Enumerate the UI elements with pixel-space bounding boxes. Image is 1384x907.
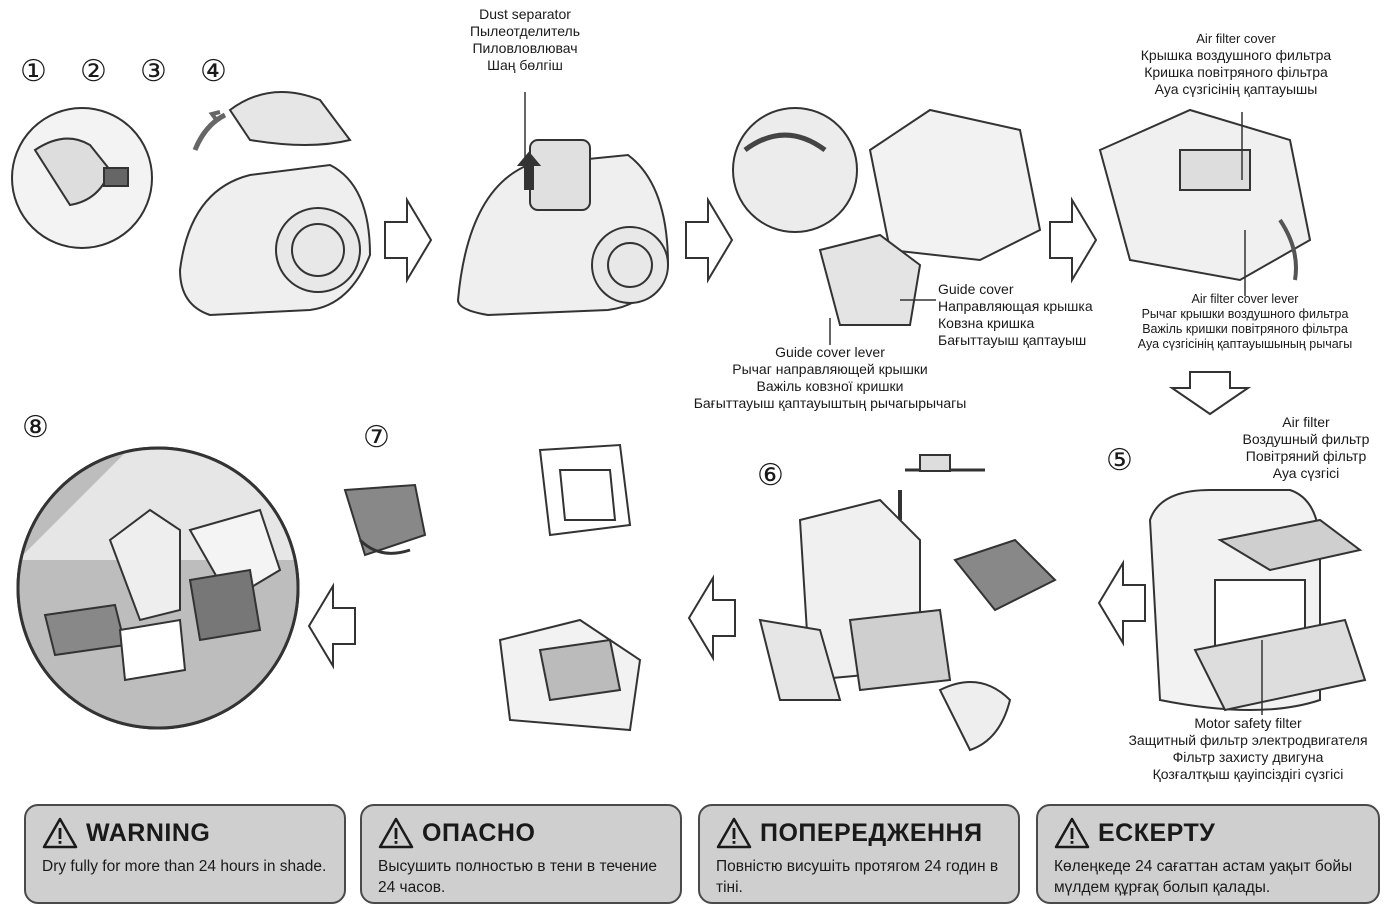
warning-text: Повністю висушіть протягом 24 годин в ті… [716, 858, 999, 896]
step-7-number: ⑦ [363, 421, 390, 454]
warning-title: WARNING [86, 818, 211, 847]
warning-text: Dry fully for more than 24 hours in shad… [42, 858, 327, 875]
warning-header: ПОПЕРЕДЖЕННЯ [716, 816, 983, 850]
warning-box-kk: ЕСКЕРТУ Көлеңкеде 24 сағаттан астам уақы… [1036, 804, 1380, 904]
vacuum-open-lid-illustration [11, 91, 372, 317]
warning-box-uk: ПОПЕРЕДЖЕННЯ Повністю висушіть протягом … [698, 804, 1020, 904]
dust-separator-illustration [456, 92, 670, 317]
step-3-number: ③ [140, 55, 167, 88]
warning-triangle-icon [378, 817, 414, 849]
warning-header: ОПАСНО [378, 816, 535, 850]
step-1-number: ① [20, 55, 47, 88]
motor-safety-filter-label: Motor safety filter Защитный фильтр элек… [1128, 715, 1368, 782]
shaking-filter-illustration [343, 443, 642, 732]
step-4-number: ④ [200, 55, 227, 88]
warning-header: ЕСКЕРТУ [1054, 816, 1215, 850]
warning-triangle-icon [716, 817, 752, 849]
step-5-number: ⑤ [1106, 444, 1133, 477]
warning-box-ru: ОПАСНО Высушить полностью в тени в течен… [360, 804, 682, 904]
air-filter-lift-illustration [1148, 489, 1367, 715]
air-filter-cover-label: Air filter cover Крышка воздушного фильт… [1140, 31, 1332, 97]
washing-illustration [758, 454, 1057, 752]
guide-cover-illustration [732, 107, 1042, 345]
warning-box-en: WARNING Dry fully for more than 24 hours… [24, 804, 346, 904]
air-filter-label: Air filter Воздушный фильтр Повітряний ф… [1242, 414, 1370, 481]
warning-text: Высушить полностью в тени в течение 24 ч… [378, 858, 658, 896]
step-2-number: ② [80, 55, 107, 88]
warning-triangle-icon [1054, 817, 1090, 849]
guide-cover-lever-label: Guide cover lever Рычаг направляющей кры… [693, 344, 967, 411]
warning-title: ЕСКЕРТУ [1098, 818, 1216, 847]
step-8-number: ⑧ [22, 411, 49, 444]
air-filter-cover-illustration [1098, 108, 1312, 296]
guide-cover-label: Guide cover Направляющая крышка Ковзна к… [938, 281, 1093, 348]
reassemble-illustration [16, 446, 300, 730]
warning-triangle-icon [42, 817, 78, 849]
step-6-number: ⑥ [757, 459, 784, 492]
warning-header: WARNING [42, 816, 210, 850]
air-filter-cover-lever-label: Air filter cover lever Рычаг крышки возд… [1137, 292, 1353, 351]
warning-text: Көлеңкеде 24 сағаттан астам уақыт бойы м… [1054, 858, 1353, 896]
dust-separator-label: Dust separator Пылеотделитель Пиловловлю… [469, 6, 581, 73]
warning-title: ОПАСНО [422, 818, 536, 847]
warning-title: ПОПЕРЕДЖЕННЯ [760, 818, 983, 847]
